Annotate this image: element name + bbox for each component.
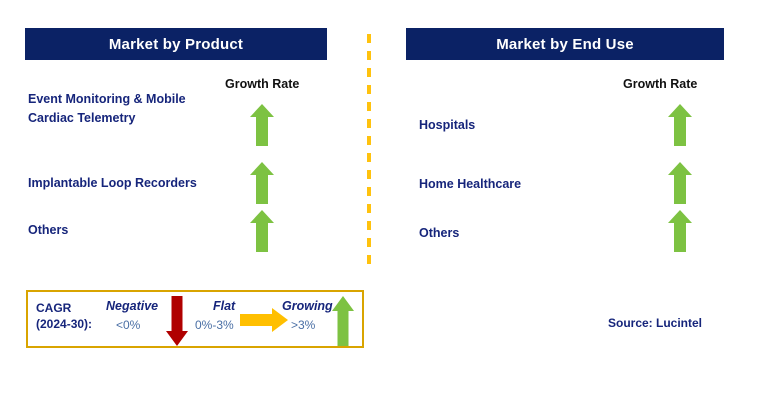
panel-header-market-by-end-use: Market by End Use bbox=[406, 28, 724, 60]
legend-title-line2: (2024-30): bbox=[36, 317, 93, 331]
legend-label-flat: Flat bbox=[213, 299, 236, 313]
legend-range-negative: <0% bbox=[116, 318, 141, 332]
growth-rate-caption-right: Growth Rate bbox=[623, 77, 698, 91]
arrow-up-icon bbox=[250, 162, 274, 204]
category-label-others-product: Others bbox=[28, 223, 69, 237]
legend-label-negative: Negative bbox=[106, 299, 159, 313]
arrow-down-icon bbox=[166, 296, 188, 346]
panel-header-market-by-product: Market by Product bbox=[25, 28, 327, 60]
arrow-up-icon bbox=[250, 210, 274, 252]
source-note: Source: Lucintel bbox=[608, 316, 703, 330]
category-label-home-healthcare: Home Healthcare bbox=[419, 177, 522, 191]
category-label-hospitals: Hospitals bbox=[419, 118, 476, 132]
cagr-legend-box: CAGR (2024-30): Negative <0% Flat 0%-3% … bbox=[26, 290, 364, 348]
legend-label-growing: Growing bbox=[282, 299, 333, 313]
legend-title: CAGR (2024-30): bbox=[36, 300, 92, 332]
growth-rate-caption-left: Growth Rate bbox=[225, 77, 300, 91]
arrow-up-icon bbox=[668, 162, 692, 204]
arrow-right-icon bbox=[240, 308, 288, 332]
panel-title-right: Market by End Use bbox=[496, 35, 634, 53]
arrow-up-icon bbox=[668, 104, 692, 146]
panel-title-left: Market by Product bbox=[108, 35, 244, 53]
legend-range-growing: >3% bbox=[291, 318, 316, 332]
panel-divider bbox=[367, 34, 371, 272]
legend-title-line1: CAGR bbox=[36, 301, 72, 315]
legend-range-flat: 0%-3% bbox=[195, 318, 234, 332]
arrow-up-icon bbox=[668, 210, 692, 252]
arrow-up-icon bbox=[332, 296, 354, 346]
category-label-others-end-use: Others bbox=[419, 226, 460, 240]
category-label-implantable-loop-recorders: Implantable Loop Recorders bbox=[28, 176, 197, 190]
category-label-event-monitoring: Event Monitoring & Mobile Cardiac Teleme… bbox=[28, 92, 186, 125]
arrow-up-icon bbox=[250, 104, 274, 146]
